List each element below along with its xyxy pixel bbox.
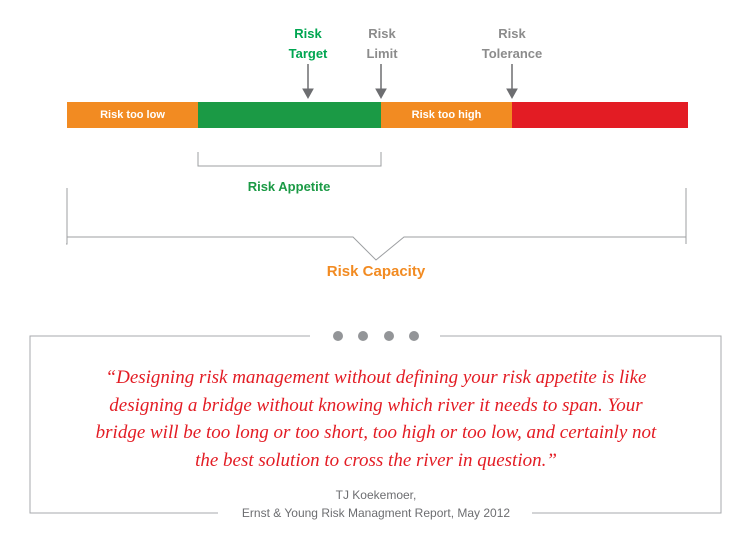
quote-line: designing a bridge without knowing which… <box>109 394 643 416</box>
quote-frame-dots <box>333 331 419 341</box>
quote-frame <box>29 335 722 514</box>
bar-segment-appetite <box>198 102 381 128</box>
risk-limit-arrow <box>375 64 387 100</box>
bar-segment-too-low: Risk too low <box>67 102 198 128</box>
risk-appetite-brace <box>197 152 382 167</box>
quote-source: Ernst & Young Risk Managment Report, May… <box>241 506 511 520</box>
too-low-label: Risk too low <box>100 109 165 121</box>
risk-target-arrow <box>302 64 314 100</box>
risk-limit-label: Risk Limit <box>366 26 398 61</box>
risk-appetite-label: Risk Appetite <box>247 179 331 194</box>
quote-line: the best solution to cross the river in … <box>195 449 557 471</box>
risk-capacity-label: Risk Capacity <box>326 263 426 280</box>
quote-author: TJ Koekemoer, <box>335 488 417 502</box>
quote-line: “Designing risk management without defin… <box>105 367 647 388</box>
bar-segment-beyond-tolerance <box>512 102 688 128</box>
quote-line: bridge will be too long or too short, to… <box>95 422 657 443</box>
risk-tolerance-label: Risk Tolerance <box>481 26 543 61</box>
risk-tolerance-arrow <box>506 64 518 100</box>
risk-capacity-brace <box>66 188 687 261</box>
too-high-label: Risk too high <box>411 109 482 121</box>
risk-target-label: Risk Target <box>288 26 328 61</box>
quote-text: “Designing risk management without defin… <box>60 364 692 474</box>
bar-segment-too-high: Risk too high <box>381 102 512 128</box>
